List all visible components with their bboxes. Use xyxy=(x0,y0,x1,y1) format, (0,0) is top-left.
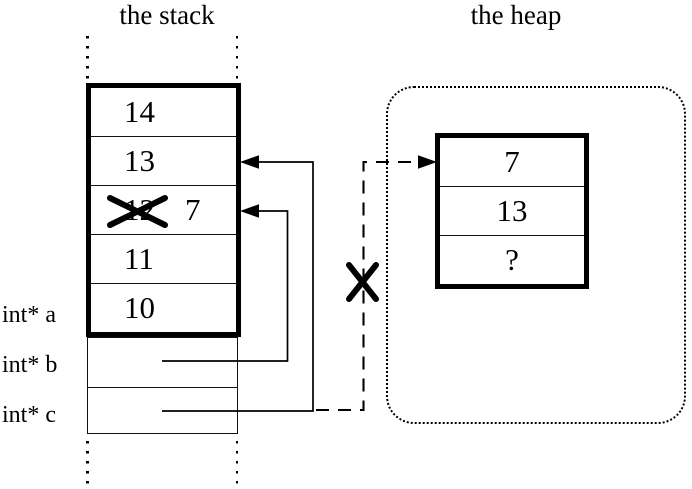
pointer-cell-c xyxy=(88,388,237,438)
heap-cell-value: 7 xyxy=(504,144,520,179)
stack-frame-box: 14 13 12 7 11 10 xyxy=(86,83,241,337)
stack-cell: 14 xyxy=(91,88,236,137)
pointer-label-b: int* b xyxy=(2,352,58,378)
heap-cell: 7 xyxy=(440,138,584,187)
stack-cell: 10 xyxy=(91,284,236,332)
pointer-label-c: int* c xyxy=(2,402,56,428)
stack-cell-value: 14 xyxy=(124,94,155,129)
heap-block-box: 7 13 ? xyxy=(435,133,589,289)
stack-cell-overwritten: 12 7 xyxy=(91,186,236,235)
pointer-vars-box xyxy=(86,337,238,434)
pointer-cell-b xyxy=(87,338,237,388)
heap-cell: 13 xyxy=(440,187,584,236)
stack-cell-value: 11 xyxy=(124,241,154,276)
heap-cell-value: ? xyxy=(505,242,519,277)
stack-guide-bottom-left xyxy=(86,441,89,488)
stack-guide-top-left xyxy=(86,36,89,81)
pointer-c-arrowhead-icon xyxy=(240,155,259,169)
stack-cell: 11 xyxy=(91,235,236,284)
stack-cell-value: 10 xyxy=(124,290,155,325)
stack-title: the stack xyxy=(119,0,215,30)
heap-cell: ? xyxy=(440,236,584,284)
severed-pointer-x-icon xyxy=(346,262,379,302)
stack-cell-value: 13 xyxy=(124,143,155,178)
crossed-out-value: 12 xyxy=(124,192,155,227)
pointer-b-arrowhead-icon xyxy=(240,204,259,218)
stack-guide-bottom-right xyxy=(235,441,238,488)
replacement-value: 7 xyxy=(185,192,201,227)
stack-cell: 13 xyxy=(91,137,236,186)
stack-guide-top-right xyxy=(235,36,238,81)
pointer-label-a: int* a xyxy=(2,302,56,328)
heap-cell-value: 13 xyxy=(496,193,528,228)
heap-title: the heap xyxy=(470,0,562,30)
